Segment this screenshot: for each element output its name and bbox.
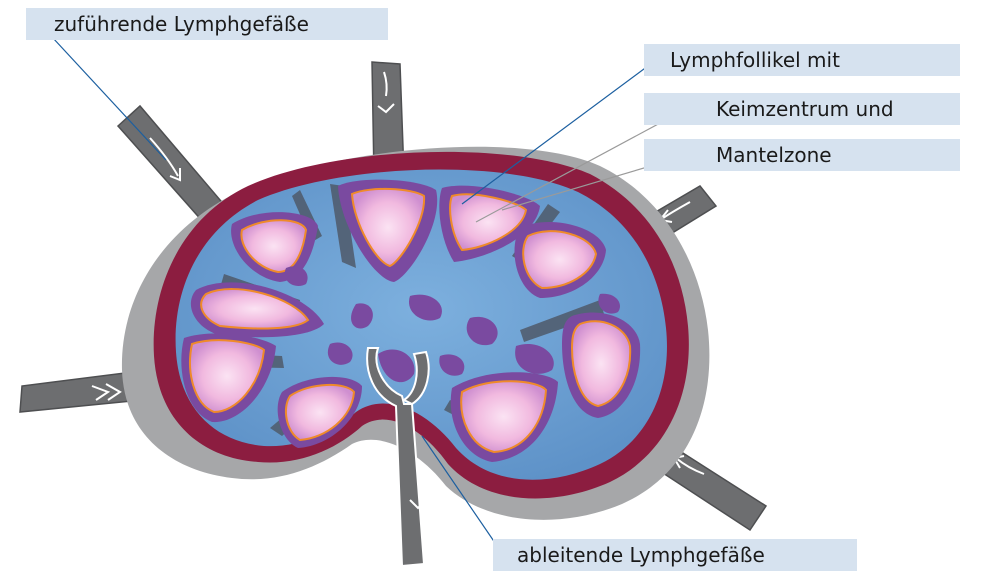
leader-afferent bbox=[40, 24, 166, 160]
label-mantle-zone: Mantelzone bbox=[644, 139, 960, 171]
label-lymph-follicle: Lymphfollikel mit bbox=[644, 44, 960, 76]
label-germinal-center: Keimzentrum und bbox=[644, 93, 960, 125]
label-efferent-vessels: ableitende Lymphgefäße bbox=[493, 539, 857, 571]
label-afferent-vessels: zuführende Lymphgefäße bbox=[26, 8, 388, 40]
